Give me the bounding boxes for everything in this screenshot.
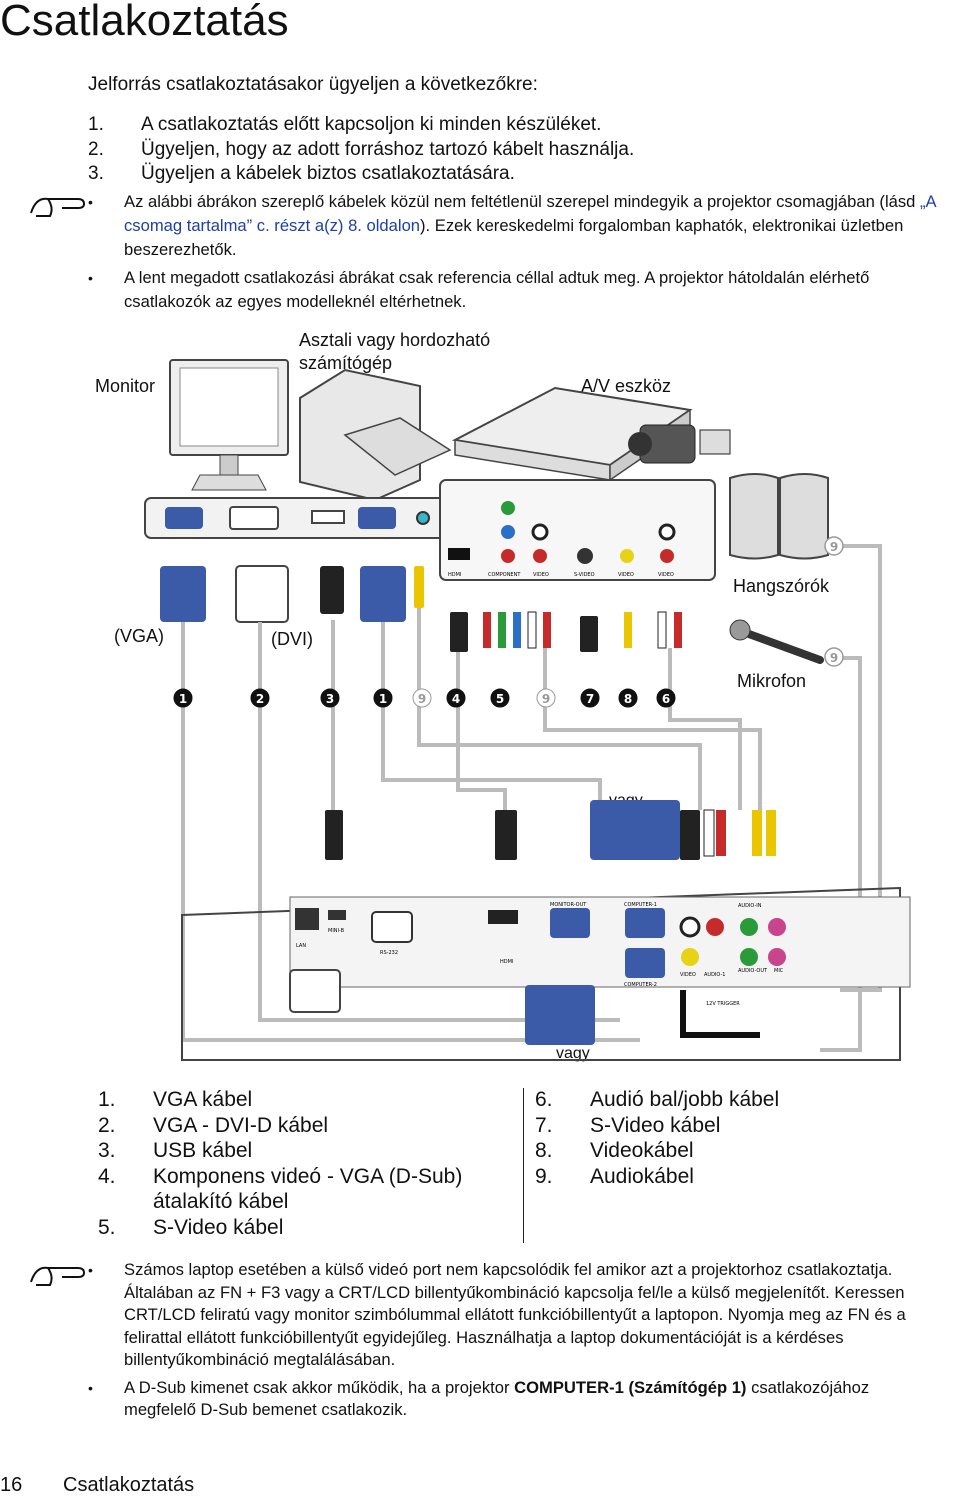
microphone-label: Mikrofon xyxy=(737,671,807,691)
footer-section: Csatlakoztatás xyxy=(63,1474,195,1496)
cable-number-circle xyxy=(580,688,600,708)
cable-number-circle xyxy=(250,688,270,708)
microphone-illustration xyxy=(729,619,824,664)
lower-plugs xyxy=(325,800,776,860)
cable-number-label: 9 xyxy=(542,692,550,706)
cable-list-item: 6.Audió bal/jobb kábel xyxy=(535,1088,780,1111)
note-bullet: A lent megadott csatlakozási ábrákat csa… xyxy=(88,266,958,314)
port-label: VIDEO xyxy=(533,572,549,578)
speakers-illustration xyxy=(729,473,829,560)
port-label: 12V TRIGGER xyxy=(706,1001,740,1007)
cable-number-label: 6 xyxy=(662,692,670,706)
projector-panel: LAN MINI-B RS-232 HDMI MONITOR-OUT COMPU… xyxy=(181,886,911,1061)
cable-number-label: 3 xyxy=(326,692,334,706)
cable-list-item: átalakító kábel xyxy=(153,1190,289,1213)
av-device-label: A/V eszköz xyxy=(581,376,672,396)
note-box-2: Számos laptop esetében a külső videó por… xyxy=(88,1259,918,1422)
port-label: MINI-B xyxy=(328,928,345,934)
cable-number-label: 4 xyxy=(452,692,460,706)
cable-list-item: 7.S-Video kábel xyxy=(535,1113,721,1137)
cable-list-item: 3.USB kábel xyxy=(98,1139,253,1162)
port-label: VIDEO xyxy=(658,572,674,578)
cable-number-circle xyxy=(656,688,676,708)
cable-plugs xyxy=(160,565,682,652)
cable-number-label: 2 xyxy=(256,692,264,706)
port-label: COMPUTER-2 xyxy=(624,982,657,988)
port-label: HDMI xyxy=(448,572,461,578)
cable-number-circle xyxy=(173,688,193,708)
port-label: VIDEO xyxy=(618,572,634,578)
port-label: S-VIDEO xyxy=(574,572,595,578)
computer-illustration xyxy=(299,368,452,502)
port-label: MIC xyxy=(774,968,784,974)
intro-text: Jelforrás csatlakoztatásakor ügyeljen a … xyxy=(88,74,538,95)
cable-number-circle xyxy=(536,688,556,708)
cable-list-item: 5.S-Video kábel xyxy=(98,1215,284,1239)
port-label: HDMI xyxy=(500,959,513,965)
note-hand-icon xyxy=(30,1266,86,1286)
page-number: 16 xyxy=(0,1474,23,1496)
cable-list-item: 8.Videokábel xyxy=(535,1139,694,1162)
cable-number-label: 1 xyxy=(379,692,387,706)
page-title: Csatlakoztatás xyxy=(0,0,289,45)
note-box-1: Az alábbi ábrákon szereplő kábelek közül… xyxy=(88,190,958,314)
steps-list: 1.A csatlakoztatás előtt kapcsoljon ki m… xyxy=(88,113,634,187)
monitor-label: Monitor xyxy=(95,376,156,396)
port-label: AUDIO-1 xyxy=(704,972,725,978)
monitor-illustration xyxy=(169,359,289,491)
cable-number-circle xyxy=(320,688,340,708)
cable-number-label: 9 xyxy=(418,692,426,706)
cable-number-9-mic: 9 xyxy=(824,647,844,667)
cable-number-label: 9 xyxy=(830,651,838,665)
note-hand-icon xyxy=(30,197,86,217)
list-divider xyxy=(523,1088,524,1243)
cable-list-item: 4.Komponens videó - VGA (D-Sub) xyxy=(98,1164,463,1188)
port-label: LAN xyxy=(296,943,306,949)
cable-number-circle xyxy=(373,688,393,708)
port-label: COMPUTER-1 xyxy=(624,902,657,908)
cable-number-label: 5 xyxy=(496,692,504,706)
cable-number-label: 1 xyxy=(179,692,187,706)
port-label: AUDIO-IN xyxy=(738,903,762,909)
cable-number-circle xyxy=(412,688,432,708)
cable-list-item: 9.Audiokábel xyxy=(535,1164,694,1188)
cable-list-left: 1.VGA kábel 2.VGA - DVI-D kábel 3.USB ká… xyxy=(98,1087,462,1240)
step-item: 1.A csatlakoztatás előtt kapcsoljon ki m… xyxy=(88,114,602,135)
computer-label: Asztali vagy hordozható számítógép xyxy=(299,330,491,373)
note-bullet: A D-Sub kimenet csak akkor működik, ha a… xyxy=(88,1377,918,1422)
source-port-panel: HDMI COMPONENT VIDEO S-VIDEO VIDEO VIDEO xyxy=(144,479,716,581)
cable-number-9-speaker: 9 xyxy=(824,536,844,556)
vga-label: (VGA) xyxy=(114,626,165,646)
cable-number-label: 8 xyxy=(624,692,632,706)
dvi-label: (DVI) xyxy=(271,629,313,649)
port-label: VIDEO xyxy=(680,972,696,978)
note-bullet: Az alábbi ábrákon szereplő kábelek közül… xyxy=(88,190,958,262)
cable-number-markers: 1 2 3 1 9 4 5 9 7 8 6 xyxy=(173,688,676,708)
speakers-label: Hangszórók xyxy=(733,576,830,596)
or-label: vagy xyxy=(556,1045,590,1062)
port-label: AUDIO-OUT xyxy=(738,968,768,974)
step-item: 2.Ügyeljen, hogy az adott forráshoz tart… xyxy=(88,138,635,160)
note-bullet: Számos laptop esetében a külső videó por… xyxy=(88,1259,918,1372)
port-label: MONITOR-OUT xyxy=(550,902,587,908)
cable-list-item: 2.VGA - DVI-D kábel xyxy=(98,1113,329,1137)
cable-number-circle xyxy=(618,688,638,708)
package-contents-link[interactable]: „A csomag tartalma” c. részt a(z) 8. old… xyxy=(124,192,936,235)
connection-diagram: HDMI COMPONENT VIDEO S-VIDEO VIDEO VIDEO xyxy=(144,359,911,1061)
cable-number-circle xyxy=(490,688,510,708)
cable-number-label: 7 xyxy=(586,692,594,706)
camcorder-illustration xyxy=(628,424,731,464)
power-socket xyxy=(289,969,341,1013)
cable-number-circle xyxy=(446,688,466,708)
port-label: RS-232 xyxy=(380,950,398,956)
port-label: COMPONENT xyxy=(488,572,521,578)
step-item: 3.Ügyeljen a kábelek biztos csatlakoztat… xyxy=(88,163,515,184)
cable-number-label: 9 xyxy=(830,540,838,554)
cable-list-right: 6.Audió bal/jobb kábel 7.S-Video kábel 8… xyxy=(535,1087,779,1189)
cable-list-item: 1.VGA kábel xyxy=(98,1088,253,1111)
